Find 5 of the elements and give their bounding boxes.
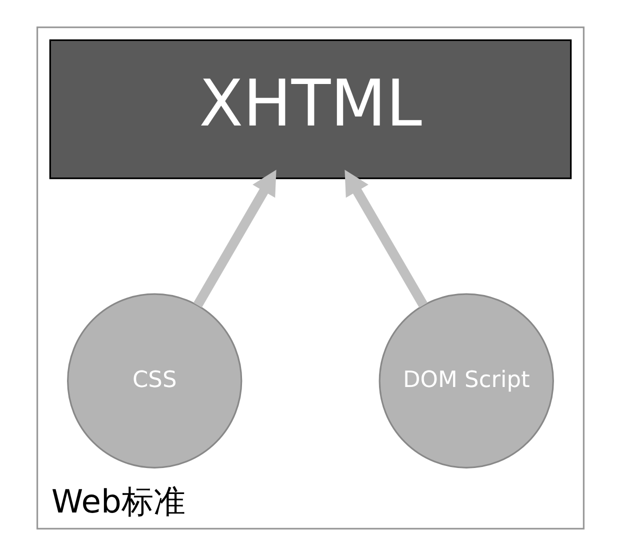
arrow: [193, 170, 276, 308]
node-circle: DOM Script: [378, 293, 554, 468]
node-box: XHTML: [49, 39, 572, 180]
node-circle: CSS: [67, 293, 242, 468]
arrow: [344, 170, 428, 308]
